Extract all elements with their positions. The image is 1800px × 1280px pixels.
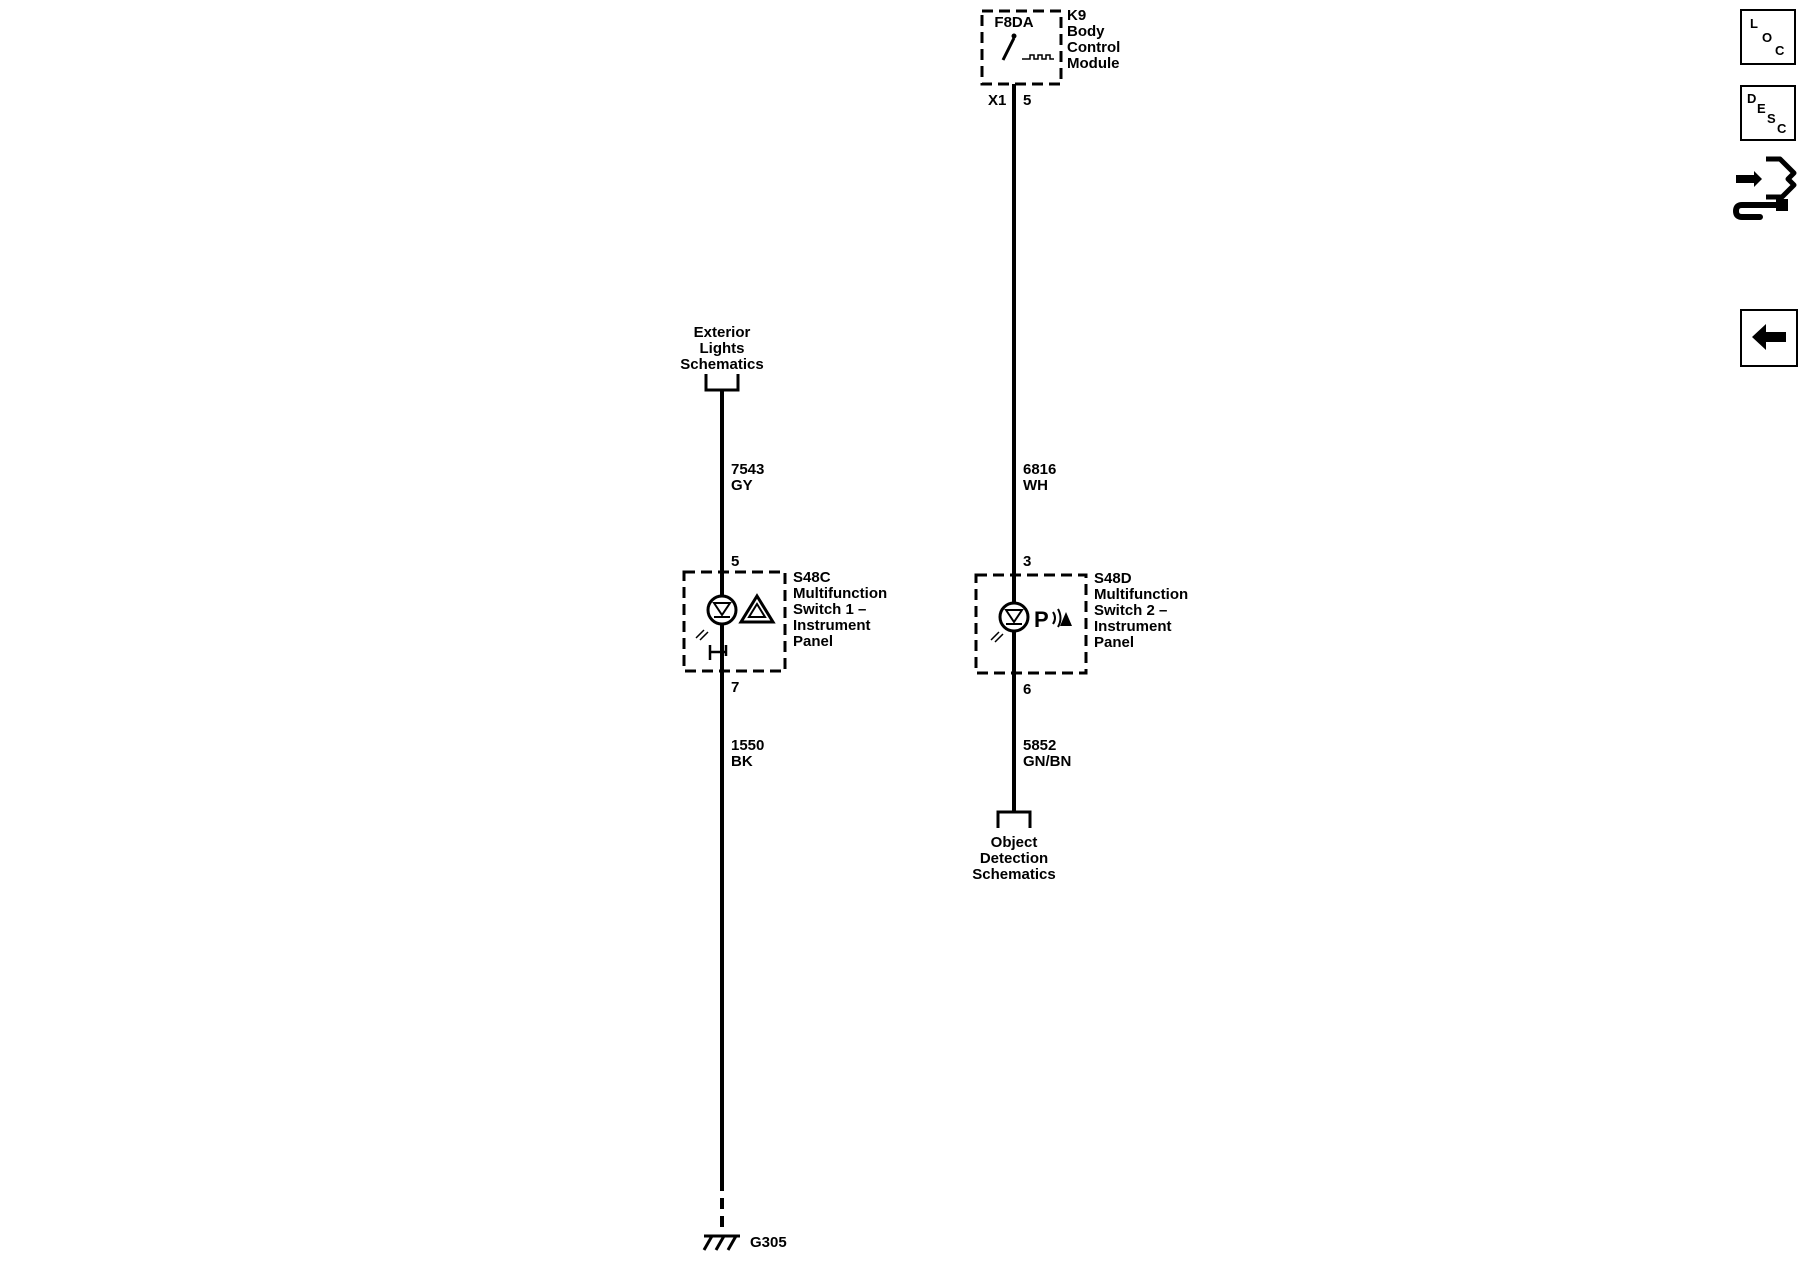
k9-switch-pulse-icon — [1001, 33, 1054, 61]
wire-1550-color: BK — [731, 753, 753, 770]
ground-symbol — [702, 1234, 740, 1251]
switch-1-lamp-icon — [695, 594, 738, 641]
k9-name-line-1: Body — [1067, 23, 1105, 40]
wire-6816-circuit: 6816 — [1023, 461, 1056, 478]
switch-1-pin-top: 5 — [731, 553, 739, 570]
switch-2-lamp-icon — [990, 601, 1030, 643]
k9-ref: K9 — [1067, 7, 1086, 24]
exterior-lights-line-2: Lights — [700, 340, 745, 357]
wire-6816-color: WH — [1023, 477, 1048, 494]
switch-1-label-line-3: Switch 1 – — [793, 601, 866, 618]
desc-letter-e: E — [1757, 101, 1766, 116]
k9-dashed-box — [980, 9, 1063, 86]
k9-body-control-module[interactable]: F8DA — [980, 9, 1063, 86]
wire-1550-circuit: 1550 — [731, 737, 764, 754]
switch-1-label-line-1: S48C — [793, 569, 831, 586]
switch-2-label-line-2: Multifunction — [1094, 586, 1188, 603]
back-button[interactable] — [1740, 309, 1798, 367]
desc-letter-s: S — [1767, 111, 1776, 126]
hazard-triangle-icon — [738, 593, 776, 624]
exterior-lights-connector-bracket — [704, 374, 740, 392]
desc-letter-d: D — [1747, 91, 1757, 106]
park-assist-icon: P — [1034, 607, 1072, 632]
object-detection-connector-bracket — [996, 810, 1032, 828]
object-detection-line-3: Schematics — [972, 866, 1055, 883]
switch-1-label-line-4: Instrument — [793, 617, 871, 634]
switch-2-label-line-5: Panel — [1094, 634, 1134, 651]
switch-2-component[interactable]: P — [974, 573, 1088, 675]
loc-letter-l: L — [1750, 16, 1758, 31]
switch-2-label-line-3: Switch 2 – — [1094, 602, 1167, 619]
k9-pin-label: 5 — [1023, 92, 1031, 109]
wire-7543-circuit: 7543 — [731, 461, 764, 478]
switch-1-label-line-5: Panel — [793, 633, 833, 650]
switch-1-component[interactable] — [682, 570, 787, 673]
switch-1-contact-icon — [708, 645, 728, 660]
exterior-lights-link[interactable]: Exterior Lights Schematics — [680, 324, 764, 392]
switch-1-dashed-box — [682, 570, 787, 673]
wire-5852-color: GN/BN — [1023, 753, 1071, 770]
loc-letter-c: C — [1775, 43, 1785, 58]
switch-1-pin-bottom: 7 — [731, 679, 739, 696]
switch-2-dashed-box — [974, 573, 1088, 675]
switch-2-pin-top: 3 — [1023, 553, 1031, 570]
desc-letter-c: C — [1777, 121, 1787, 136]
desc-button[interactable]: D E S C — [1740, 85, 1796, 141]
k9-name-line-3: Module — [1067, 55, 1120, 72]
exterior-lights-line-1: Exterior — [694, 324, 751, 341]
exterior-lights-line-3: Schematics — [680, 356, 763, 373]
object-detection-link[interactable]: Object Detection Schematics — [972, 810, 1056, 883]
switch-1-label-line-2: Multifunction — [793, 585, 887, 602]
wire-5852-circuit: 5852 — [1023, 737, 1056, 754]
object-detection-line-2: Detection — [980, 850, 1048, 867]
k9-connector-label: X1 — [988, 92, 1006, 109]
object-detection-line-1: Object — [991, 834, 1038, 851]
svg-text:P: P — [1034, 607, 1049, 632]
ground-label: G305 — [750, 1234, 787, 1251]
connector-wrench-icon[interactable] — [1732, 153, 1798, 223]
back-arrow-icon — [1752, 324, 1786, 350]
switch-2-pin-bottom: 6 — [1023, 681, 1031, 698]
switch-2-label-line-1: S48D — [1094, 570, 1132, 587]
k9-name-line-2: Control — [1067, 39, 1120, 56]
loc-button[interactable]: L O C — [1740, 9, 1796, 65]
wire-7543-color: GY — [731, 477, 753, 494]
loc-letter-o: O — [1762, 30, 1773, 45]
fuse-label: F8DA — [994, 14, 1033, 31]
switch-2-label-line-4: Instrument — [1094, 618, 1172, 635]
